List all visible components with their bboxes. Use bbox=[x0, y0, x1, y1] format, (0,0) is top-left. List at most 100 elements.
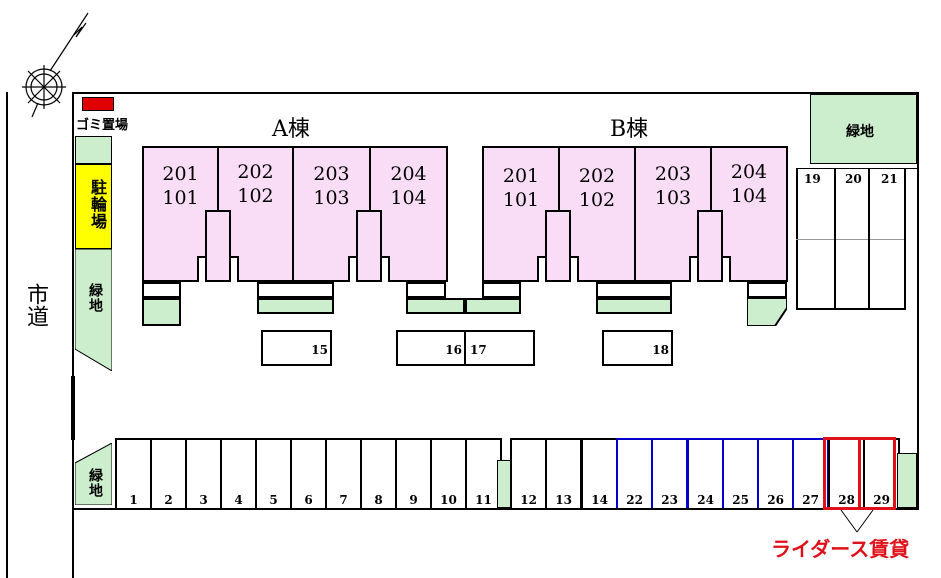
riders-label: ライダース賃貸 bbox=[771, 537, 910, 561]
parking-space-1: 1 bbox=[115, 438, 152, 508]
room-lower: 102 bbox=[237, 185, 274, 207]
green-area-top-right: 緑地 bbox=[810, 94, 917, 164]
parking-number: 3 bbox=[199, 493, 208, 507]
b-porch-2 bbox=[596, 282, 672, 298]
parking-number: 22 bbox=[626, 493, 643, 507]
parking-number: 12 bbox=[520, 493, 537, 507]
room-lower: 101 bbox=[162, 187, 199, 209]
parking-number: 27 bbox=[802, 493, 819, 507]
riders-highlight-divider bbox=[858, 437, 861, 510]
site-left-thick bbox=[71, 376, 75, 440]
parking-number: 16 bbox=[445, 343, 462, 357]
green-strip-top bbox=[75, 136, 112, 164]
green-between-11-12 bbox=[497, 460, 511, 508]
room-lower: 104 bbox=[730, 185, 768, 207]
parking-space-2: 2 bbox=[150, 438, 187, 508]
parking-number: 15 bbox=[311, 343, 328, 357]
right-parking-mid-line bbox=[796, 239, 906, 240]
parking-space-14: 14 bbox=[581, 438, 619, 508]
room-lower: 104 bbox=[390, 187, 427, 209]
parking-number: 28 bbox=[838, 493, 855, 507]
parking-space-19: 19 bbox=[796, 168, 836, 310]
a-green-2 bbox=[257, 298, 334, 314]
parking-number: 24 bbox=[697, 493, 714, 507]
parking-number: 21 bbox=[881, 172, 898, 186]
parking-space-18: 18 bbox=[602, 330, 673, 366]
stair-b1-core bbox=[545, 210, 571, 282]
site-left-line bbox=[72, 92, 74, 578]
parking-number: 26 bbox=[767, 493, 784, 507]
parking-number: 25 bbox=[732, 493, 749, 507]
green-bottom-right bbox=[897, 453, 917, 508]
parking-space-20: 20 bbox=[834, 168, 870, 310]
parking-space-25: 25 bbox=[722, 438, 760, 508]
parking-space-7: 7 bbox=[325, 438, 362, 508]
room-lower: 103 bbox=[313, 187, 350, 209]
building-a-title: A棟 bbox=[272, 117, 310, 142]
parking-number: 18 bbox=[652, 343, 669, 357]
parking-number: 7 bbox=[339, 493, 348, 507]
stair-a1-core bbox=[205, 210, 231, 282]
parking-space-26: 26 bbox=[757, 438, 795, 508]
green-area-bottom-left: 緑地 bbox=[75, 443, 112, 505]
a-porch-2 bbox=[257, 282, 334, 298]
room-upper: 201 bbox=[162, 163, 199, 185]
site-top-line bbox=[72, 92, 919, 94]
parking-space-5: 5 bbox=[255, 438, 292, 508]
parking-number: 13 bbox=[555, 493, 572, 507]
garbage-label: ゴミ置場 bbox=[76, 118, 129, 133]
parking-number: 9 bbox=[409, 493, 418, 507]
parking-space-6: 6 bbox=[290, 438, 327, 508]
right-parking-top-line bbox=[796, 168, 917, 169]
green-label-top-right: 緑地 bbox=[846, 124, 874, 140]
parking-number: 1 bbox=[129, 493, 138, 507]
room-lower: 103 bbox=[654, 187, 692, 209]
parking-number: 17 bbox=[470, 343, 487, 357]
parking-space-13: 13 bbox=[545, 438, 583, 508]
parking-number: 19 bbox=[804, 172, 821, 186]
green-label-bottom-left: 緑地 bbox=[87, 468, 103, 498]
parking-number: 29 bbox=[873, 493, 890, 507]
parking-space-12: 12 bbox=[510, 438, 548, 508]
compass-icon bbox=[22, 12, 89, 118]
parking-space-17: 17 bbox=[464, 330, 535, 366]
parking-space-9: 9 bbox=[395, 438, 432, 508]
green-area-left: 緑地 bbox=[75, 249, 112, 371]
parking-number: 20 bbox=[845, 172, 862, 186]
bicycle-parking: 駐輪場 bbox=[75, 164, 112, 249]
parking-number: 6 bbox=[304, 493, 313, 507]
site-bottom-line bbox=[72, 508, 919, 510]
parking-space-8: 8 bbox=[360, 438, 397, 508]
parking-space-15: 15 bbox=[261, 330, 332, 366]
b-green-2 bbox=[596, 298, 672, 314]
green-label-left: 緑地 bbox=[87, 283, 103, 313]
room-upper: 201 bbox=[502, 165, 540, 187]
room-upper: 202 bbox=[578, 165, 616, 187]
garbage-area bbox=[82, 97, 114, 111]
parking-space-22: 22 bbox=[616, 438, 654, 508]
riders-pointer-lines bbox=[840, 509, 874, 533]
room-lower: 102 bbox=[578, 189, 616, 211]
parking-number: 23 bbox=[661, 493, 678, 507]
room-upper: 204 bbox=[390, 163, 427, 185]
parking-number: 14 bbox=[591, 493, 608, 507]
stair-b2-core bbox=[697, 210, 723, 282]
parking-number: 5 bbox=[269, 493, 278, 507]
parking-number: 10 bbox=[440, 493, 457, 507]
parking-space-24: 24 bbox=[687, 438, 725, 508]
parking-number: 8 bbox=[374, 493, 383, 507]
road-line bbox=[6, 92, 8, 578]
b-green-1 bbox=[465, 298, 521, 314]
b-green-3 bbox=[747, 298, 787, 326]
room-upper: 204 bbox=[730, 161, 768, 183]
a-green-3 bbox=[406, 298, 465, 314]
a-porch-1 bbox=[142, 282, 181, 298]
parking-number: 4 bbox=[234, 493, 243, 507]
parking-space-10: 10 bbox=[430, 438, 467, 508]
b-porch-1 bbox=[482, 282, 521, 298]
parking-space-4: 4 bbox=[220, 438, 257, 508]
building-b-title: B棟 bbox=[610, 117, 649, 142]
parking-number: 2 bbox=[164, 493, 173, 507]
room-upper: 203 bbox=[313, 163, 350, 185]
room-lower: 101 bbox=[502, 189, 540, 211]
